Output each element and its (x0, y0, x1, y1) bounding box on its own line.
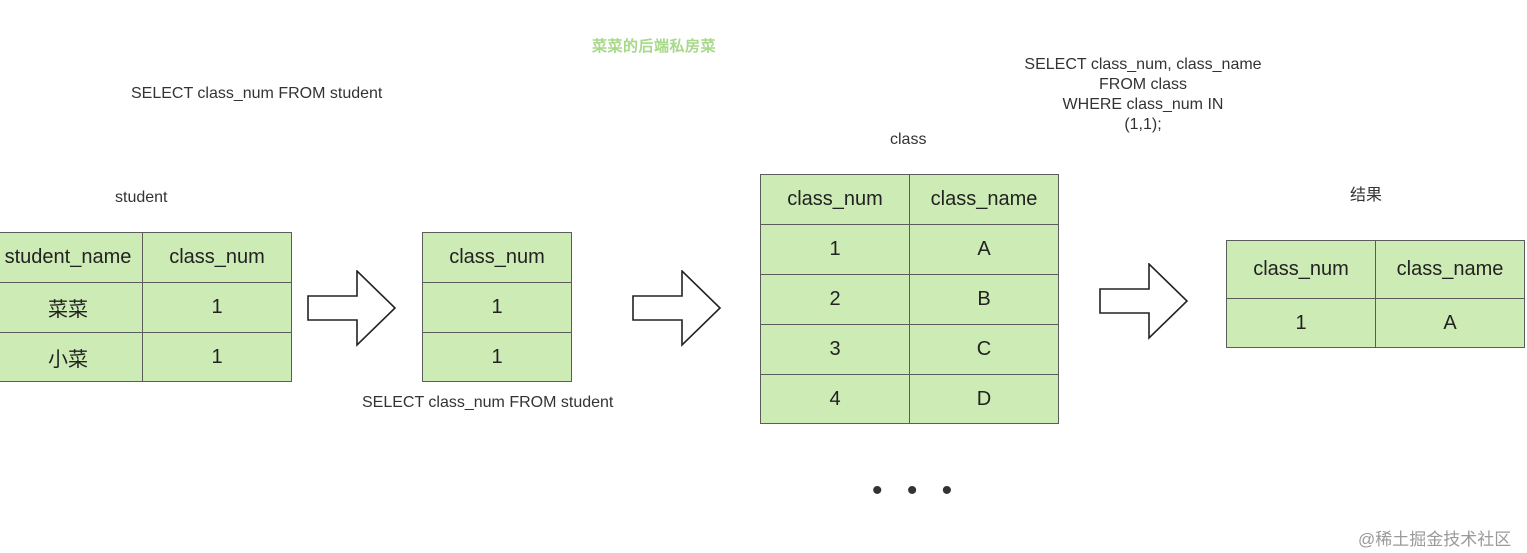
class-table-title: class (890, 131, 927, 148)
right-arrow-icon (632, 270, 722, 347)
table-row: 4 D (760, 374, 1059, 424)
result-table: class_num class_name 1 A (1226, 240, 1525, 348)
table-row: 1 A (760, 224, 1059, 275)
right-arrow-icon (307, 270, 397, 347)
query-top-label: SELECT class_num FROM student (131, 85, 383, 102)
ellipsis-indicator: • • • (872, 474, 961, 507)
table-row: 小菜 1 (0, 332, 292, 382)
table-row: 1 (422, 282, 572, 333)
query-line: (1,1); (1124, 116, 1162, 133)
header-cell: class_name (909, 174, 1059, 225)
table-cell: 1 (142, 282, 292, 333)
table-cell: 小菜 (0, 332, 143, 382)
table-header-row: class_num class_name (1226, 240, 1525, 299)
table-cell: 菜菜 (0, 282, 143, 333)
table-cell: 1 (142, 332, 292, 382)
table-row: 1 A (1226, 298, 1525, 348)
header-cell: class_name (1375, 240, 1525, 299)
table-cell: 3 (760, 324, 910, 375)
class-table: class_num class_name 1 A 2 B 3 C 4 D (760, 174, 1059, 424)
header-cell: class_num (422, 232, 572, 283)
query-right-block: SELECT class_num, class_name FROM class … (1013, 55, 1273, 135)
query-line: WHERE class_num IN (1062, 96, 1224, 113)
table-row: 1 (422, 332, 572, 382)
query-mid-label: SELECT class_num FROM student (362, 394, 614, 411)
table-row: 2 B (760, 274, 1059, 325)
table-header-row: student_name class_num (0, 232, 292, 283)
right-arrow-icon (1099, 263, 1189, 340)
query-line: FROM class (1099, 76, 1187, 93)
watermark-bottom: @稀土掘金技术社区 (1358, 530, 1512, 549)
table-cell: 2 (760, 274, 910, 325)
table-row: 菜菜 1 (0, 282, 292, 333)
header-cell: class_num (1226, 240, 1376, 299)
table-cell: 1 (760, 224, 910, 275)
table-cell: B (909, 274, 1059, 325)
table-header-row: class_num (422, 232, 572, 283)
table-row: 3 C (760, 324, 1059, 375)
table-cell: 1 (422, 332, 572, 382)
table-cell: A (909, 224, 1059, 275)
table-cell: D (909, 374, 1059, 424)
watermark-top: 菜菜的后端私房菜 (592, 38, 717, 55)
table-cell: 1 (1226, 298, 1376, 348)
header-cell: class_num (760, 174, 910, 225)
subquery-result-table: class_num 1 1 (422, 232, 572, 382)
query-line: SELECT class_num, class_name (1024, 56, 1262, 73)
table-cell: A (1375, 298, 1525, 348)
table-cell: 1 (422, 282, 572, 333)
table-cell: 4 (760, 374, 910, 424)
header-cell: student_name (0, 232, 143, 283)
student-table: student_name class_num 菜菜 1 小菜 1 (0, 232, 292, 382)
table-header-row: class_num class_name (760, 174, 1059, 225)
result-table-title: 结果 (1350, 187, 1383, 204)
table-cell: C (909, 324, 1059, 375)
student-table-title: student (115, 189, 168, 206)
header-cell: class_num (142, 232, 292, 283)
